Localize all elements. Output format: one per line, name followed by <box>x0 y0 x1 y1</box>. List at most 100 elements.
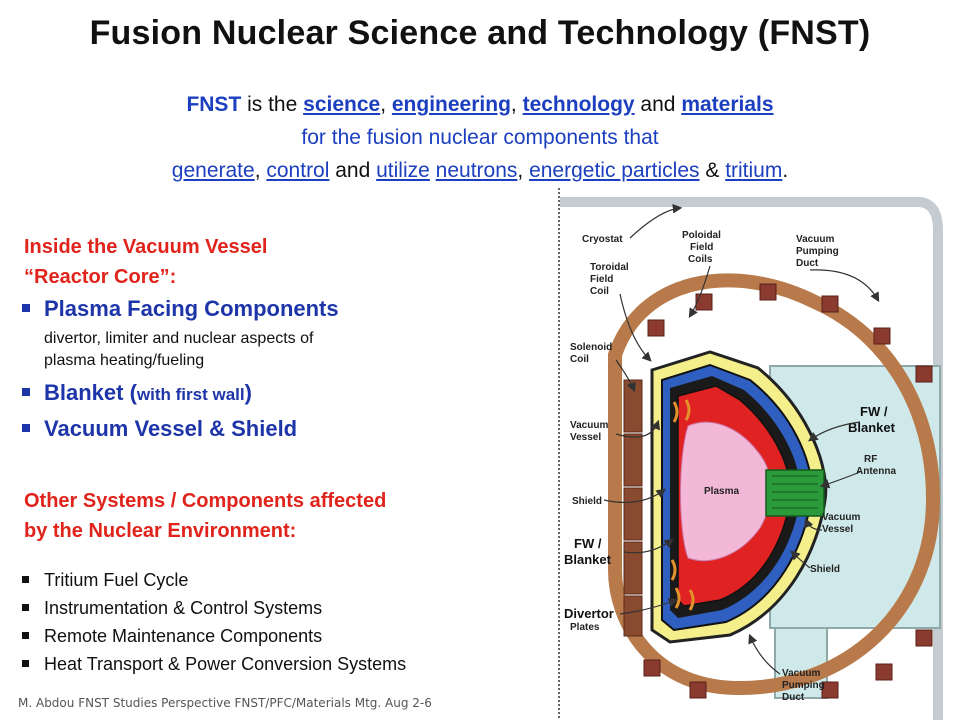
plasma-region <box>680 421 772 562</box>
cryostat-wall <box>560 197 943 720</box>
label-pumping-top: Pumping <box>796 246 839 257</box>
slide-title: Fusion Nuclear Science and Technology (F… <box>89 14 871 52</box>
label-vacuum-vessel-right: Vacuum <box>822 512 860 523</box>
list-item: Heat Transport & Power Conversion System… <box>20 650 540 678</box>
label-fw-right: FW / <box>860 404 888 419</box>
intro-line-2: for the fusion nuclear components that <box>301 126 659 149</box>
label-pumping-bottom: Pumping <box>782 680 825 691</box>
item-blanket: Blanket ( <box>44 380 137 405</box>
item-blanket-note: with first wall <box>136 385 245 404</box>
bullet-icon <box>22 660 29 667</box>
rf-antenna <box>765 469 825 517</box>
label-poloidal: Poloidal <box>682 230 721 241</box>
bullet-icon <box>22 632 29 639</box>
item-subtext-line-2: plasma heating/fueling <box>44 352 205 369</box>
item-blanket-close: ) <box>244 380 252 405</box>
other-heading-line-2: by the Nuclear Environment: <box>24 520 297 542</box>
label-plasma: Plasma <box>704 486 739 497</box>
other-heading-line-1: Other Systems / Components affected <box>24 490 387 512</box>
divertor-elements <box>670 399 695 611</box>
inside-heading-line-1: Inside the Vacuum Vessel <box>24 236 268 258</box>
label-vacuum-top: Vacuum <box>796 234 834 245</box>
label-cryostat: Cryostat <box>582 234 623 245</box>
label-blanket-right: Blanket <box>848 420 896 435</box>
label-leader-arrows <box>603 203 880 675</box>
item-subtext: divertor, limiter and nuclear aspects of… <box>44 328 440 372</box>
item-heat-transport: Heat Transport & Power Conversion System… <box>44 654 407 674</box>
intro-text: , <box>517 159 530 182</box>
intro-text: , <box>254 159 267 182</box>
item-subtext-line-1: divertor, limiter and nuclear aspects of <box>44 330 314 347</box>
label-solenoid-coil: Coil <box>570 354 589 365</box>
label-fw-left: FW / <box>574 536 602 551</box>
item-vacuum-vessel-shield: Vacuum Vessel & Shield <box>44 416 298 441</box>
intro-link-science[interactable]: science <box>303 93 381 116</box>
label-vacuum-bottom: Vacuum <box>782 668 820 679</box>
item-plasma-facing-components: Plasma Facing Components <box>44 296 339 321</box>
intro-link-technology[interactable]: technology <box>522 93 635 116</box>
intro-text: , <box>510 93 523 116</box>
label-blanket-left: Blanket <box>564 552 612 567</box>
label-divertor: Divertor <box>564 606 614 621</box>
intro-text: , <box>380 93 392 116</box>
label-toroidal-coil: Coil <box>590 286 609 297</box>
item-tritium-fuel-cycle: Tritium Fuel Cycle <box>44 570 189 590</box>
label-vessel-left: Vessel <box>570 432 601 443</box>
label-poloidal-coils: Coils <box>688 254 713 265</box>
intro-link-neutrons[interactable]: neutrons <box>435 159 518 182</box>
intro-definition: FNST is the science, engineering, techno… <box>60 88 900 187</box>
label-shield-left: Shield <box>572 496 602 507</box>
intro-line-1: FNST is the science, engineering, techno… <box>60 88 900 121</box>
intro-text: and <box>634 93 682 116</box>
toroidal-field-coil <box>608 273 940 696</box>
label-divertor-plates: Plates <box>570 622 600 633</box>
label-shield-right: Shield <box>810 564 840 575</box>
bullet-icon <box>22 388 30 396</box>
inside-heading-line-2: “Reactor Core”: <box>24 266 177 288</box>
intro-text: & <box>699 159 726 182</box>
intro-text: . <box>782 159 789 182</box>
reactor-core-list: Plasma Facing Components divertor, limit… <box>20 294 440 444</box>
intro-link-utilize[interactable]: utilize <box>376 159 430 182</box>
bullet-icon <box>22 604 29 611</box>
list-item: Tritium Fuel Cycle <box>20 566 540 594</box>
list-item: Plasma Facing Components divertor, limit… <box>20 294 440 372</box>
intro-line-3: generate, control and utilize neutrons, … <box>60 154 900 187</box>
intro-link-control[interactable]: control <box>266 159 330 182</box>
tokamak-cross-section-diagram: Cryostat Poloidal Field Coils Vacuum Pum… <box>560 197 943 720</box>
intro-text: is the <box>241 93 304 116</box>
poloidal-field-coils <box>643 283 933 699</box>
label-vacuum-vessel-left: Vacuum <box>570 420 608 431</box>
inside-heading: Inside the Vacuum Vessel “Reactor Core”: <box>24 232 267 292</box>
bullet-icon <box>22 424 30 432</box>
other-systems-list: Tritium Fuel Cycle Instrumentation & Con… <box>20 566 540 678</box>
label-duct-top: Duct <box>796 258 819 269</box>
intro-link-generate[interactable]: generate <box>171 159 255 182</box>
intro-link-tritium[interactable]: tritium <box>725 159 783 182</box>
label-toroidal: Toroidal <box>590 262 629 273</box>
list-item: Remote Maintenance Components <box>20 622 540 650</box>
item-remote-maintenance: Remote Maintenance Components <box>44 626 323 646</box>
intro-link-materials[interactable]: materials <box>681 93 774 116</box>
label-vessel-right: Vessel <box>822 524 853 535</box>
bullet-icon <box>22 304 30 312</box>
label-toroidal-field: Field <box>590 274 613 285</box>
label-rf-antenna: Antenna <box>856 466 896 477</box>
list-item: Vacuum Vessel & Shield <box>20 414 440 444</box>
intro-fnst: FNST <box>186 93 242 116</box>
intro-text: and <box>329 159 377 182</box>
list-item: Blanket (with first wall) <box>20 378 440 410</box>
intro-link-energetic-particles[interactable]: energetic particles <box>529 159 700 182</box>
intro-link-engineering[interactable]: engineering <box>391 93 511 116</box>
footer-citation: M. Abdou FNST Studies Perspective FNST/P… <box>18 696 432 710</box>
other-heading: Other Systems / Components affected by t… <box>24 486 386 546</box>
solenoid-coil <box>623 379 643 637</box>
label-duct-bottom: Duct <box>782 692 805 703</box>
diagram-labels: Cryostat Poloidal Field Coils Vacuum Pum… <box>564 230 896 703</box>
list-item: Instrumentation & Control Systems <box>20 594 540 622</box>
label-poloidal-field: Field <box>690 242 713 253</box>
bullet-icon <box>22 576 29 583</box>
section-divider <box>558 188 560 718</box>
item-instrumentation-control: Instrumentation & Control Systems <box>44 598 323 618</box>
label-solenoid: Solenoid <box>570 342 612 353</box>
